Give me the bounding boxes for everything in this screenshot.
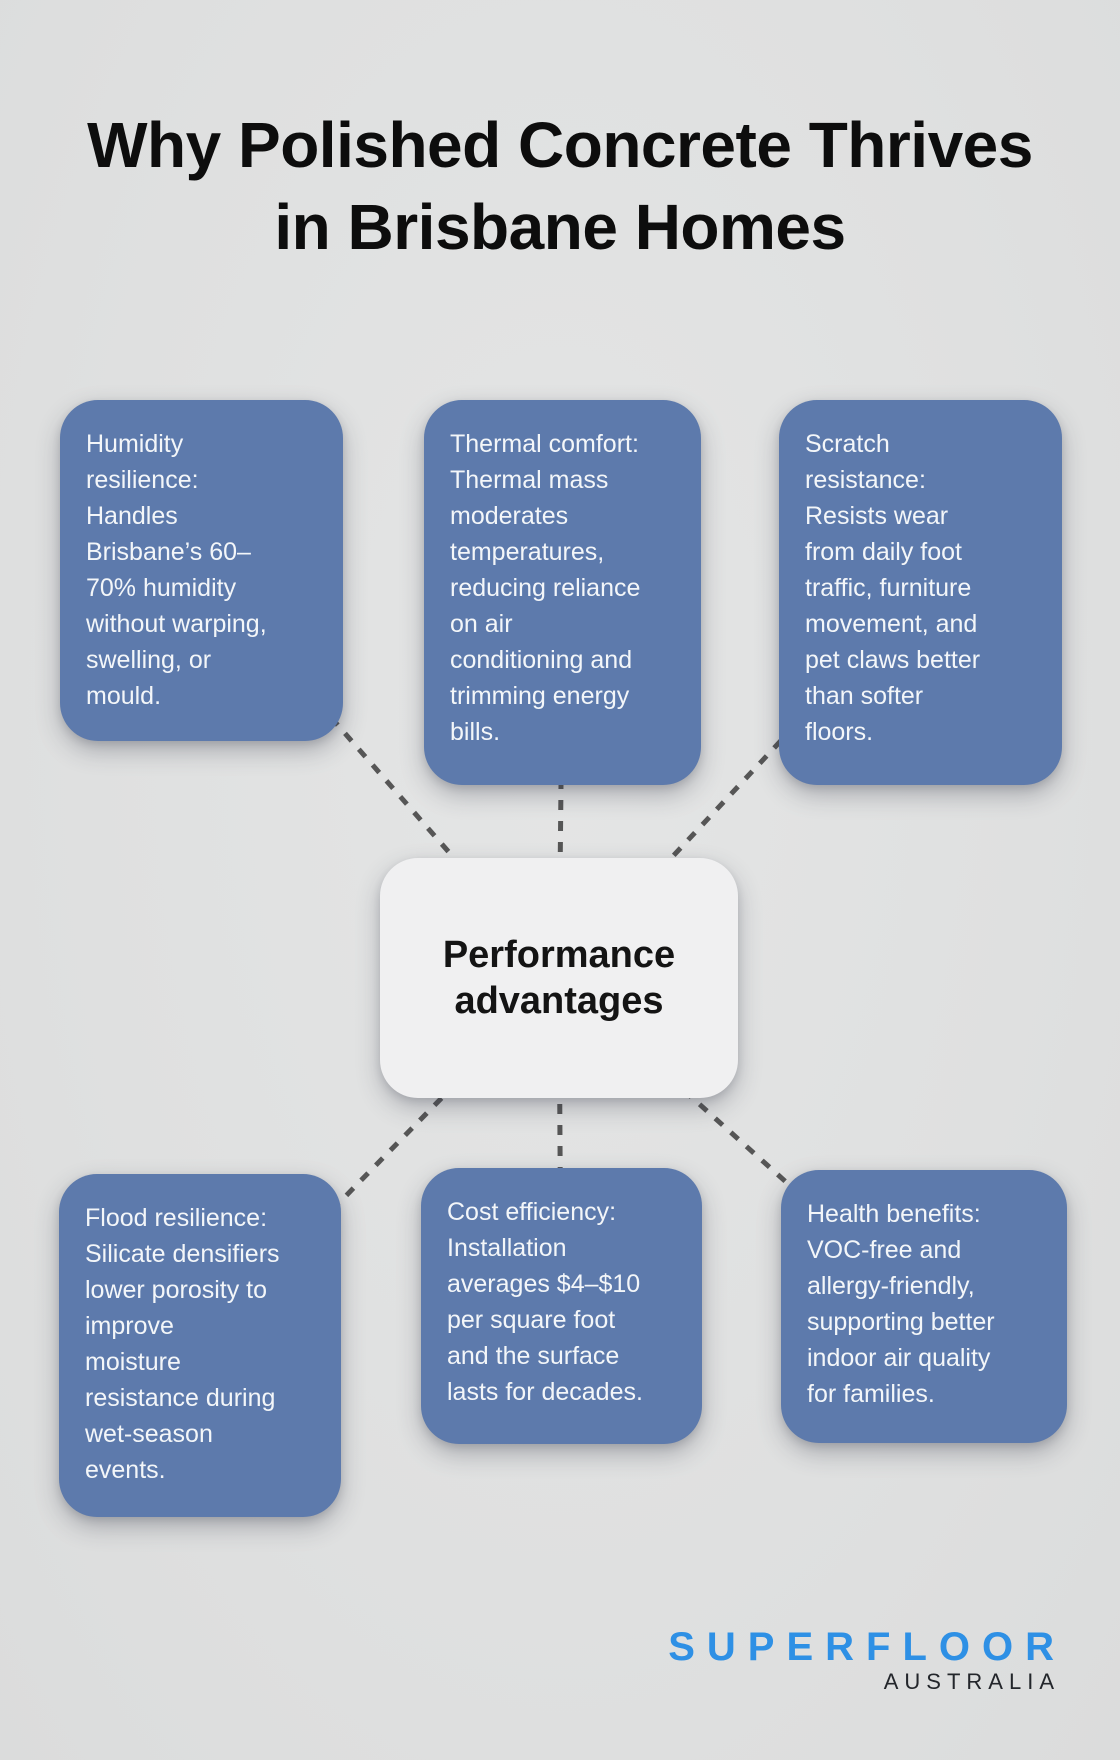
benefit-card-cost-efficiency: Cost efficiency: Installation averages $… (421, 1168, 702, 1444)
benefit-card-text: Thermal comfort: Thermal mass moderates … (450, 430, 641, 746)
benefit-card-text: Cost efficiency: Installation averages $… (447, 1198, 643, 1406)
benefit-card-text: Flood resilience: Silicate densifiers lo… (85, 1204, 280, 1484)
benefit-card-humidity-resilience: Humidity resilience: Handles Brisbane’s … (60, 400, 343, 741)
brand-logo: SUPERFLOOR AUSTRALIA (668, 1626, 1054, 1694)
benefit-card-flood-resilience: Flood resilience: Silicate densifiers lo… (59, 1174, 341, 1517)
brand-name: SUPERFLOOR (668, 1625, 1066, 1669)
brand-region: AUSTRALIA (883, 1669, 1060, 1694)
central-topic-label: Performance advantages (442, 934, 676, 1022)
benefit-card-thermal-comfort: Thermal comfort: Thermal mass moderates … (424, 400, 701, 785)
benefit-card-text: Health benefits: VOC-free and allergy-fr… (807, 1200, 995, 1408)
benefit-card-text: Scratch resistance: Resists wear from da… (805, 430, 981, 746)
central-topic-card: Performance advantages (380, 858, 738, 1098)
benefit-card-scratch-resistance: Scratch resistance: Resists wear from da… (779, 400, 1062, 785)
benefit-card-health-benefits: Health benefits: VOC-free and allergy-fr… (781, 1170, 1067, 1443)
benefit-card-text: Humidity resilience: Handles Brisbane’s … (86, 430, 267, 710)
page-title: Why Polished Concrete Thrives in Brisban… (87, 109, 1033, 263)
